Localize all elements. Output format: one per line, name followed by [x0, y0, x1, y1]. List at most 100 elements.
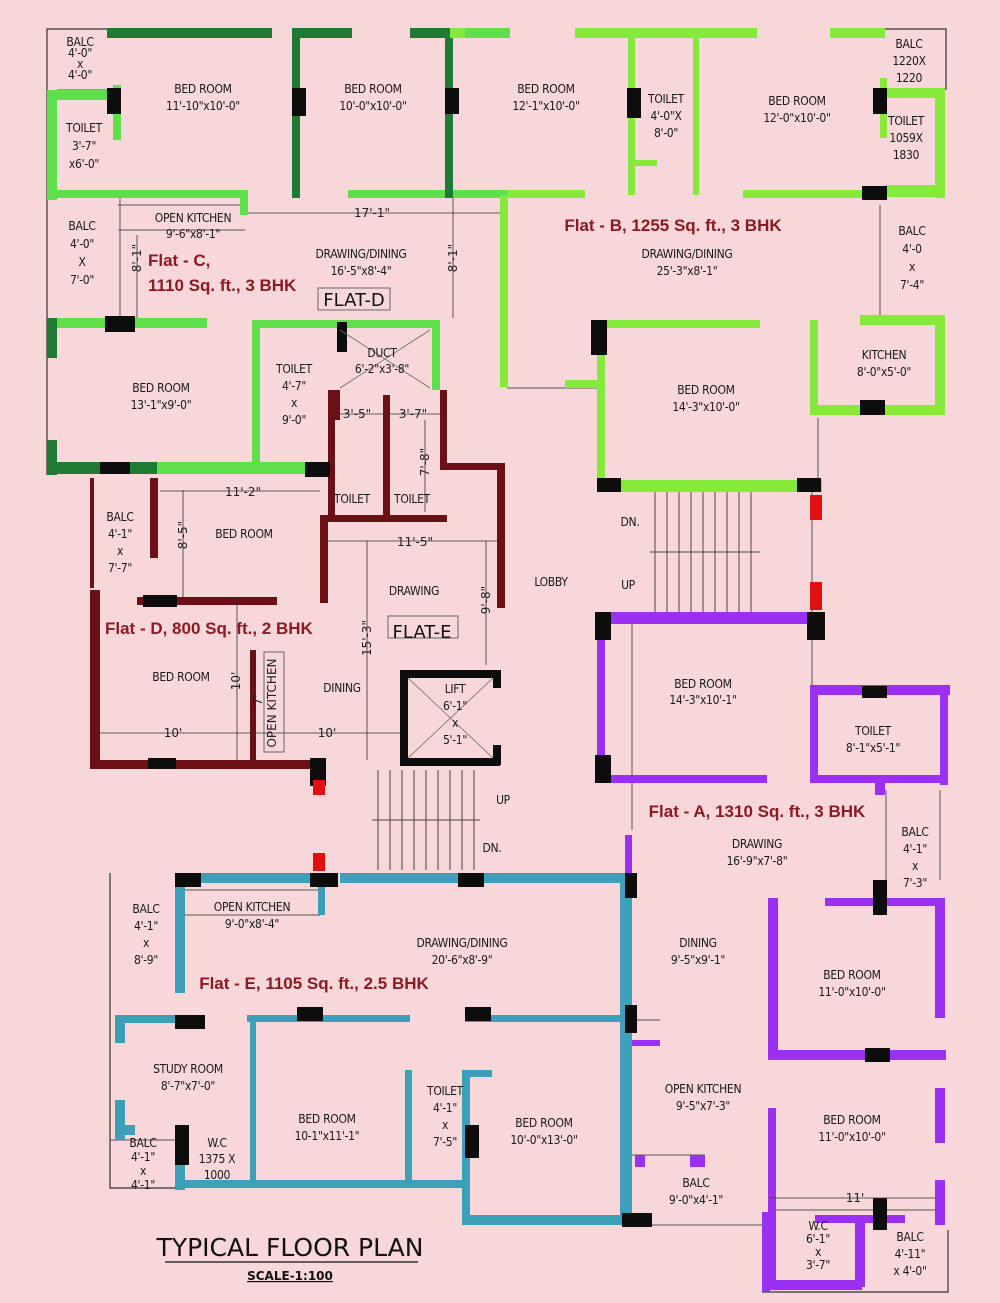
wall — [252, 320, 260, 465]
room-label-line: TOILET — [275, 362, 313, 376]
wall — [320, 515, 447, 522]
room-label: TOILET — [393, 492, 431, 506]
room-label-line: 9'-0" — [282, 413, 306, 427]
column — [107, 88, 121, 114]
column — [860, 400, 885, 415]
dimension-label: 8'-1" — [446, 244, 460, 272]
column — [622, 1213, 652, 1227]
room-label-line: 7'-3" — [903, 876, 927, 890]
room-label-line: 11'-0"x10'-0" — [818, 1130, 885, 1144]
room-label-line: 8'-0" — [654, 126, 678, 140]
column — [595, 755, 611, 783]
wall — [768, 898, 778, 1058]
column — [105, 316, 135, 332]
wall — [935, 898, 945, 1018]
wall — [743, 190, 885, 198]
room-label: LOBBY — [534, 575, 568, 589]
column — [597, 478, 621, 492]
window — [810, 495, 822, 520]
wall — [465, 1015, 625, 1022]
room-label-line: 4'-0" — [68, 68, 92, 82]
dimension-label: 10' — [318, 726, 337, 740]
room-label-line: x 4'-0" — [893, 1264, 926, 1278]
flat-label-line: Flat - A, 1310 Sq. ft., 3 BHK — [649, 802, 866, 821]
room-label-line: 25'-3"x8'-1" — [657, 264, 718, 278]
room-label-line: DRAWING — [732, 837, 782, 851]
wall — [635, 1155, 645, 1167]
room-label-line: BALC — [132, 902, 159, 916]
room-label-line: 6'-1" — [443, 699, 467, 713]
wall — [597, 612, 817, 624]
dimension-label: 8'-5" — [176, 521, 190, 549]
room-label-line: BALC — [66, 35, 93, 49]
wall — [260, 320, 440, 328]
room-label-line: OPEN KITCHEN — [155, 211, 232, 225]
room-label-line: BED ROOM — [768, 94, 825, 108]
flat-tag: FLAT-D — [323, 290, 384, 311]
wall — [115, 1015, 200, 1023]
wall — [47, 90, 117, 100]
flat-a-label: Flat - A, 1310 Sq. ft., 3 BHK — [649, 802, 866, 821]
wall — [115, 1100, 125, 1140]
room-label-line: 4'-0 — [902, 242, 922, 256]
room-label-line: BED ROOM — [174, 82, 231, 96]
room-label-line: 14'-3"x10'-1" — [669, 693, 736, 707]
room-label-line: 12'-0"x10'-0" — [763, 111, 830, 125]
outer-line — [762, 1230, 949, 1293]
room-label-line: 3'-7" — [806, 1258, 830, 1272]
column — [625, 873, 637, 898]
room-label-line: BED ROOM — [517, 82, 574, 96]
column — [143, 595, 177, 607]
room-label-line: DRAWING — [389, 584, 439, 598]
wall — [875, 775, 885, 795]
wall — [600, 320, 760, 328]
room-label-line: 1375 X — [199, 1152, 236, 1166]
wall — [47, 190, 247, 198]
column — [337, 322, 347, 352]
wall — [565, 380, 600, 388]
wall — [348, 190, 508, 198]
dimension-label: 15'-3" — [360, 620, 374, 656]
room-label-line: BED ROOM — [132, 381, 189, 395]
room-label-line: 9'-0"x4'-1" — [669, 1193, 723, 1207]
room-label-line: 9'-5"x7'-3" — [676, 1099, 730, 1113]
room-label-line: TOILET — [426, 1084, 464, 1098]
flat-tag-box — [387, 615, 459, 639]
column — [465, 1125, 479, 1158]
room-label-line: X — [78, 255, 86, 269]
wall — [575, 28, 757, 38]
room-label-line: 4'-1" — [433, 1101, 457, 1115]
wall — [690, 1155, 705, 1167]
flat-label-line: Flat - C, — [148, 251, 210, 270]
room-label-line: 16'-5"x8'-4" — [331, 264, 392, 278]
wall — [320, 515, 328, 603]
room-label-line: DRAWING/DINING — [642, 247, 733, 261]
wall — [500, 195, 508, 387]
room-label-line: OPEN KITCHEN — [214, 900, 291, 914]
room-label-line: 8'-9" — [134, 953, 158, 967]
wall — [175, 873, 185, 993]
wall — [762, 1280, 862, 1290]
room-label-line: 1830 — [893, 148, 920, 162]
dimension-label: 3'-7" — [399, 407, 427, 421]
room-label-line: DINING — [323, 681, 360, 695]
dimension-label: 8'-1" — [130, 244, 144, 272]
column — [591, 320, 607, 355]
column — [100, 462, 130, 474]
room-label-line: BED ROOM — [515, 1116, 572, 1130]
wall — [115, 1125, 135, 1135]
room-label-line: BALC — [896, 1230, 923, 1244]
wall — [625, 835, 632, 880]
room-label-line: 4'-1" — [134, 919, 158, 933]
room-label-line: LOBBY — [534, 575, 568, 589]
dimension-label: 10' — [229, 672, 243, 691]
